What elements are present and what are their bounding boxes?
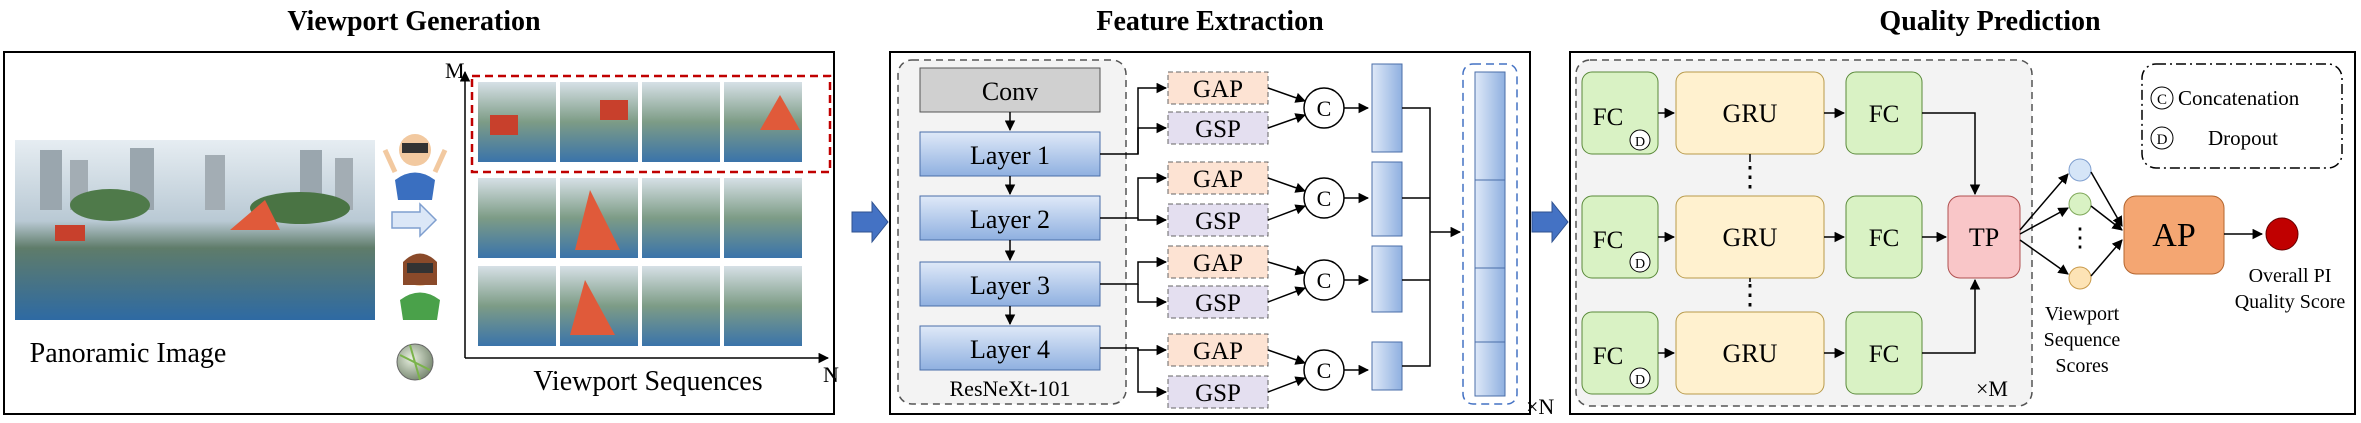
concatenated-segment — [1474, 341, 1506, 397]
fc-label: FC — [1593, 343, 1624, 370]
gsp-label: GSP — [1195, 380, 1241, 407]
gru-label: GRU — [1723, 99, 1778, 128]
gap-gsp-group-2 — [1167, 161, 1269, 237]
concat-symbol: C — [1317, 268, 1332, 293]
panoramic-image-label: Panoramic Image — [30, 338, 227, 369]
layer-2-block — [919, 195, 1101, 241]
layer-2-label: Layer 2 — [970, 205, 1050, 234]
viewport-sequences-label: Viewport Sequences — [533, 366, 762, 397]
layer-1-label: Layer 1 — [970, 141, 1050, 170]
axis-m-label: M — [445, 58, 465, 83]
feature-vector-bar — [1371, 63, 1403, 153]
concat-symbol: C — [1317, 358, 1332, 383]
dropout-symbol: D — [1635, 257, 1645, 272]
feature-vector-bar — [1371, 341, 1403, 391]
gap-label: GAP — [1193, 250, 1243, 277]
ap-block — [2123, 195, 2225, 275]
ap-label: AP — [2152, 217, 2195, 254]
concatenated-feature-outline — [1462, 63, 1518, 405]
gru-label: GRU — [1723, 223, 1778, 252]
gap-label: GAP — [1193, 166, 1243, 193]
fc-label: FC — [1593, 104, 1624, 131]
concatenated-segment — [1474, 267, 1506, 343]
fc-label: FC — [1869, 341, 1900, 368]
ellipsis-vertical: ⋮ — [2067, 223, 2093, 252]
repeat-m-label: ×M — [1976, 376, 2008, 401]
layer-1-block — [919, 131, 1101, 177]
fc-label: FC — [1869, 225, 1900, 252]
legend-concat-icon — [2150, 86, 2174, 110]
panoramic-image — [15, 140, 375, 320]
tp-block — [1947, 195, 2021, 279]
backbone-label: ResNeXt-101 — [950, 376, 1071, 401]
concat-symbol: C — [1317, 96, 1332, 121]
overall-score-label-line-2: Quality Score — [2235, 291, 2346, 313]
concatenated-segment — [1474, 179, 1506, 269]
layer-3-label: Layer 3 — [970, 271, 1050, 300]
ellipsis-vertical: ⋮ — [1736, 162, 1764, 193]
fc-label: FC — [1593, 227, 1624, 254]
concatenated-segment — [1474, 71, 1506, 181]
gsp-label: GSP — [1195, 290, 1241, 317]
layer-4-label: Layer 4 — [970, 335, 1050, 364]
legend-dropout-icon — [2150, 126, 2174, 150]
vr-user-icon — [382, 134, 448, 200]
gru-label: GRU — [1723, 339, 1778, 368]
viewport-scores-label-line-1: Viewport — [2045, 303, 2120, 325]
flow-arrow-light — [391, 202, 438, 238]
feature-vector-bar — [1371, 161, 1403, 237]
gap-gsp-group-4 — [1167, 333, 1269, 409]
sequence-score-node — [2068, 158, 2092, 182]
overall-score-dot — [2265, 217, 2299, 251]
dropout-icon — [1629, 367, 1651, 389]
viewport-scores-label-line-2: Sequence — [2044, 329, 2121, 351]
overall-score-label-line-1: Overall PI — [2249, 265, 2332, 287]
repeat-n-label: ×N — [1526, 394, 1554, 419]
flow-arrow-blue — [1531, 200, 1569, 244]
legend-dropout-symbol: D — [2157, 132, 2168, 148]
gap-label: GAP — [1193, 338, 1243, 365]
axis-n-label: N — [823, 362, 839, 387]
viewport-panel — [3, 51, 835, 415]
feature-vector-bar — [1371, 245, 1403, 313]
quality-panel — [1569, 51, 2356, 415]
flow-arrow-blue — [851, 200, 889, 244]
fc-label: FC — [1869, 101, 1900, 128]
legend-concat-symbol: C — [2157, 92, 2167, 108]
gsp-label: GSP — [1195, 116, 1241, 143]
ellipsis-vertical: ⋮ — [1736, 280, 1764, 311]
layer-4-block — [919, 325, 1101, 371]
section-title-viewport-generation: Viewport Generation — [287, 6, 541, 37]
dropout-symbol: D — [1635, 135, 1645, 150]
dropout-icon — [1629, 129, 1651, 151]
legend-concat-label: Concatenation — [2178, 86, 2300, 110]
section-title-quality-prediction: Quality Prediction — [1879, 6, 2101, 37]
dropout-icon — [1629, 251, 1651, 273]
dropout-symbol: D — [1635, 373, 1645, 388]
sequence-score-node — [2068, 266, 2092, 290]
gsp-label: GSP — [1195, 208, 1241, 235]
legend-box — [2141, 63, 2343, 169]
viewport-scores-label-line-3: Scores — [2055, 355, 2109, 377]
globe-icon — [396, 343, 434, 381]
gap-label: GAP — [1193, 76, 1243, 103]
tp-label: TP — [1969, 223, 1999, 252]
concat-symbol: C — [1317, 186, 1332, 211]
sequence-score-node — [2068, 192, 2092, 216]
conv-block — [919, 67, 1101, 113]
feature-panel — [889, 51, 1531, 415]
conv-label: Conv — [982, 77, 1038, 106]
gap-gsp-group-3 — [1167, 245, 1269, 319]
vr-user-icon — [400, 253, 440, 320]
legend-dropout-label: Dropout — [2208, 126, 2278, 150]
viewport-tile-grid — [478, 82, 802, 346]
selected-sequence-highlight — [470, 74, 832, 174]
section-title-feature-extraction: Feature Extraction — [1096, 6, 1324, 37]
